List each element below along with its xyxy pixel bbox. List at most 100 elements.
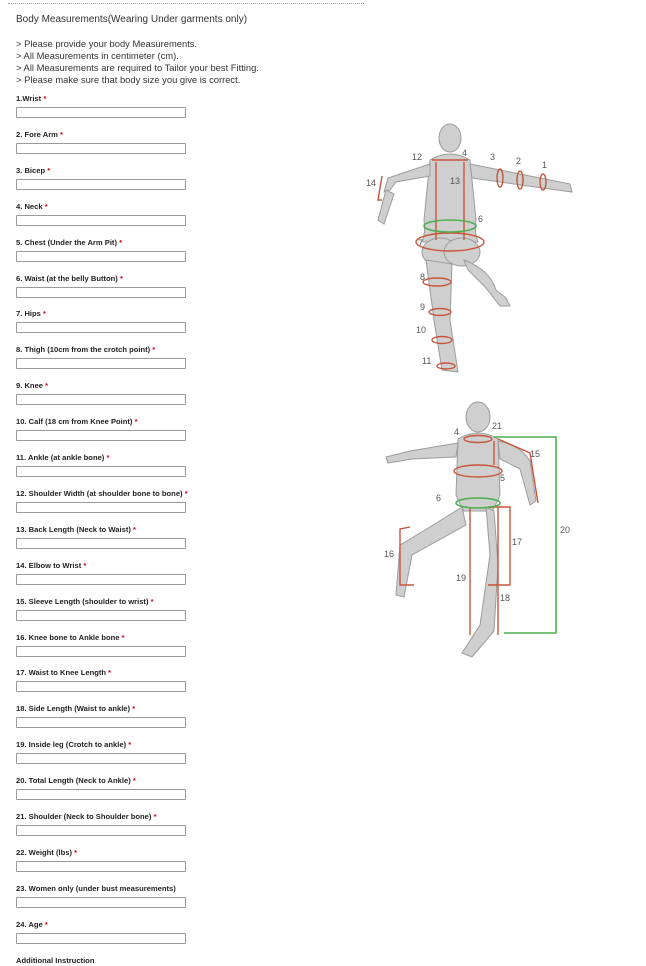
field-label: 16. Knee bone to Ankle bone * xyxy=(16,633,196,643)
field-label: 14. Elbow to Wrist * xyxy=(16,561,196,571)
measurement-field: 15. Sleeve Length (shoulder to wrist) * xyxy=(16,597,196,621)
field-label: 20. Total Length (Neck to Ankle) * xyxy=(16,776,196,786)
measurement-input[interactable] xyxy=(16,250,186,262)
field-label: 5. Chest (Under the Arm Pit) * xyxy=(16,238,196,248)
required-asterisk: * xyxy=(43,94,47,103)
required-asterisk: * xyxy=(44,201,48,211)
top-divider xyxy=(8,3,364,4)
field-label-text: 7. Hips xyxy=(16,309,41,319)
measurement-input[interactable] xyxy=(16,717,186,729)
measurement-field: 2. Fore Arm * xyxy=(16,130,196,154)
field-label: 21. Shoulder (Neck to Shoulder bone) * xyxy=(16,812,196,822)
measurement-input[interactable] xyxy=(16,466,186,477)
measurement-input[interactable] xyxy=(16,214,186,226)
field-label: 7. Hips * xyxy=(16,309,196,319)
measurement-input[interactable] xyxy=(16,107,186,118)
required-asterisk: * xyxy=(44,919,48,929)
front-view-figure: 4 5 6 15 16 17 18 19 20 21 xyxy=(384,401,570,658)
measurement-field: 12. Shoulder Width (at shoulder bone to … xyxy=(16,489,196,513)
measurement-input[interactable] xyxy=(16,430,186,442)
field-label-text: 15. Sleeve Length (shoulder to wrist) xyxy=(16,596,149,606)
required-asterisk: * xyxy=(60,129,64,139)
measurement-field: 5. Chest (Under the Arm Pit) * xyxy=(16,238,196,262)
required-asterisk: * xyxy=(121,632,125,642)
field-label-text: 13. Back Length (Neck to Waist) xyxy=(16,524,131,534)
measurement-input[interactable] xyxy=(16,322,186,334)
field-label-text: 9. Knee xyxy=(16,381,44,391)
measurement-field: 10. Calf (18 cm from Knee Point) * xyxy=(16,417,196,442)
measurement-field: 8. Thigh (10cm from the crotch point) * xyxy=(16,345,196,370)
measurement-input[interactable] xyxy=(16,681,186,693)
measurement-field: 23. Women only (under bust measurements) xyxy=(16,884,196,908)
fig-label: 5 xyxy=(500,473,505,483)
fig-label: 4 xyxy=(462,148,467,158)
field-label: 12. Shoulder Width (at shoulder bone to … xyxy=(16,489,196,499)
measurement-input[interactable] xyxy=(16,501,186,513)
required-asterisk: * xyxy=(152,345,156,355)
measurement-field: 19. Inside leg (Crotch to ankle) * xyxy=(16,740,196,765)
fig-label: 8 xyxy=(420,272,425,282)
fig-label: 4 xyxy=(454,427,459,437)
measurement-input[interactable] xyxy=(16,358,186,370)
measurement-input[interactable] xyxy=(16,645,186,657)
measurement-input[interactable] xyxy=(16,573,186,585)
field-label-text: 22. Weight (lbs) xyxy=(16,847,72,857)
field-label: 9. Knee * xyxy=(16,381,196,391)
field-label: 11. Ankle (at ankle bone) * xyxy=(16,453,196,463)
fig-label: 7 xyxy=(418,238,423,248)
field-label-text: 24. Age xyxy=(16,919,43,929)
required-asterisk: * xyxy=(134,417,138,427)
required-asterisk: * xyxy=(47,165,51,175)
required-asterisk: * xyxy=(184,488,188,498)
measurement-field: 18. Side Length (Waist to ankle) * xyxy=(16,704,196,729)
measurement-input[interactable] xyxy=(16,825,186,836)
measurement-input[interactable] xyxy=(16,394,186,406)
field-label-text: 6. Waist (at the belly Button) xyxy=(16,273,118,283)
instruction-line: > Please make sure that body size you gi… xyxy=(16,74,241,85)
field-label: Additional Instruction xyxy=(16,956,196,966)
measurement-input[interactable] xyxy=(16,860,186,872)
measurement-input[interactable] xyxy=(16,537,186,549)
field-label-text: 5. Chest (Under the Arm Pit) xyxy=(16,237,117,247)
measurement-input[interactable] xyxy=(16,142,186,154)
measurement-input[interactable] xyxy=(16,896,186,908)
required-asterisk: * xyxy=(128,740,132,750)
fig-label: 16 xyxy=(384,549,394,559)
field-label-text: 17. Waist to Knee Length xyxy=(16,668,107,678)
field-label-text: 2. Fore Arm xyxy=(16,129,58,139)
measurement-input[interactable] xyxy=(16,286,186,298)
fig-label: 17 xyxy=(512,537,522,547)
measurement-field: 14. Elbow to Wrist * xyxy=(16,561,196,585)
instruction-line: > Please provide your body Measurements. xyxy=(16,38,198,49)
measurement-field: 16. Knee bone to Ankle bone * xyxy=(16,633,196,657)
fig-label: 9 xyxy=(420,302,425,312)
field-label: 3. Bicep * xyxy=(16,166,196,176)
field-label: 4. Neck * xyxy=(16,202,196,212)
fig-label: 12 xyxy=(412,152,422,162)
measurement-field: 4. Neck * xyxy=(16,202,196,226)
field-label: 10. Calf (18 cm from Knee Point) * xyxy=(16,417,196,427)
field-label: 8. Thigh (10cm from the crotch point) * xyxy=(16,345,196,355)
field-label: 18. Side Length (Waist to ankle) * xyxy=(16,704,196,714)
required-asterisk: * xyxy=(153,812,157,821)
measurement-input[interactable] xyxy=(16,753,186,765)
measurement-field: 17. Waist to Knee Length * xyxy=(16,668,196,693)
field-label: 23. Women only (under bust measurements) xyxy=(16,884,196,894)
field-label-text: 8. Thigh (10cm from the crotch point) xyxy=(16,345,151,355)
fig-label: 15 xyxy=(530,449,540,459)
fig-label: 14 xyxy=(366,178,376,188)
field-label-text: 4. Neck xyxy=(16,201,43,211)
field-label: 6. Waist (at the belly Button) * xyxy=(16,274,196,284)
required-asterisk: * xyxy=(108,668,112,678)
required-asterisk: * xyxy=(150,596,154,606)
fig-label: 2 xyxy=(516,156,521,166)
field-label-text: 11. Ankle (at ankle bone) xyxy=(16,453,105,462)
field-label-text: 1.Wrist xyxy=(16,94,42,103)
field-label-text: 23. Women only (under bust measurements) xyxy=(16,883,176,893)
measurement-input[interactable] xyxy=(16,789,186,801)
measurement-input[interactable] xyxy=(16,932,186,944)
required-asterisk: * xyxy=(106,453,110,462)
measurement-input[interactable] xyxy=(16,609,186,621)
measurement-field: 22. Weight (lbs) * xyxy=(16,848,196,872)
measurement-input[interactable] xyxy=(16,178,186,190)
